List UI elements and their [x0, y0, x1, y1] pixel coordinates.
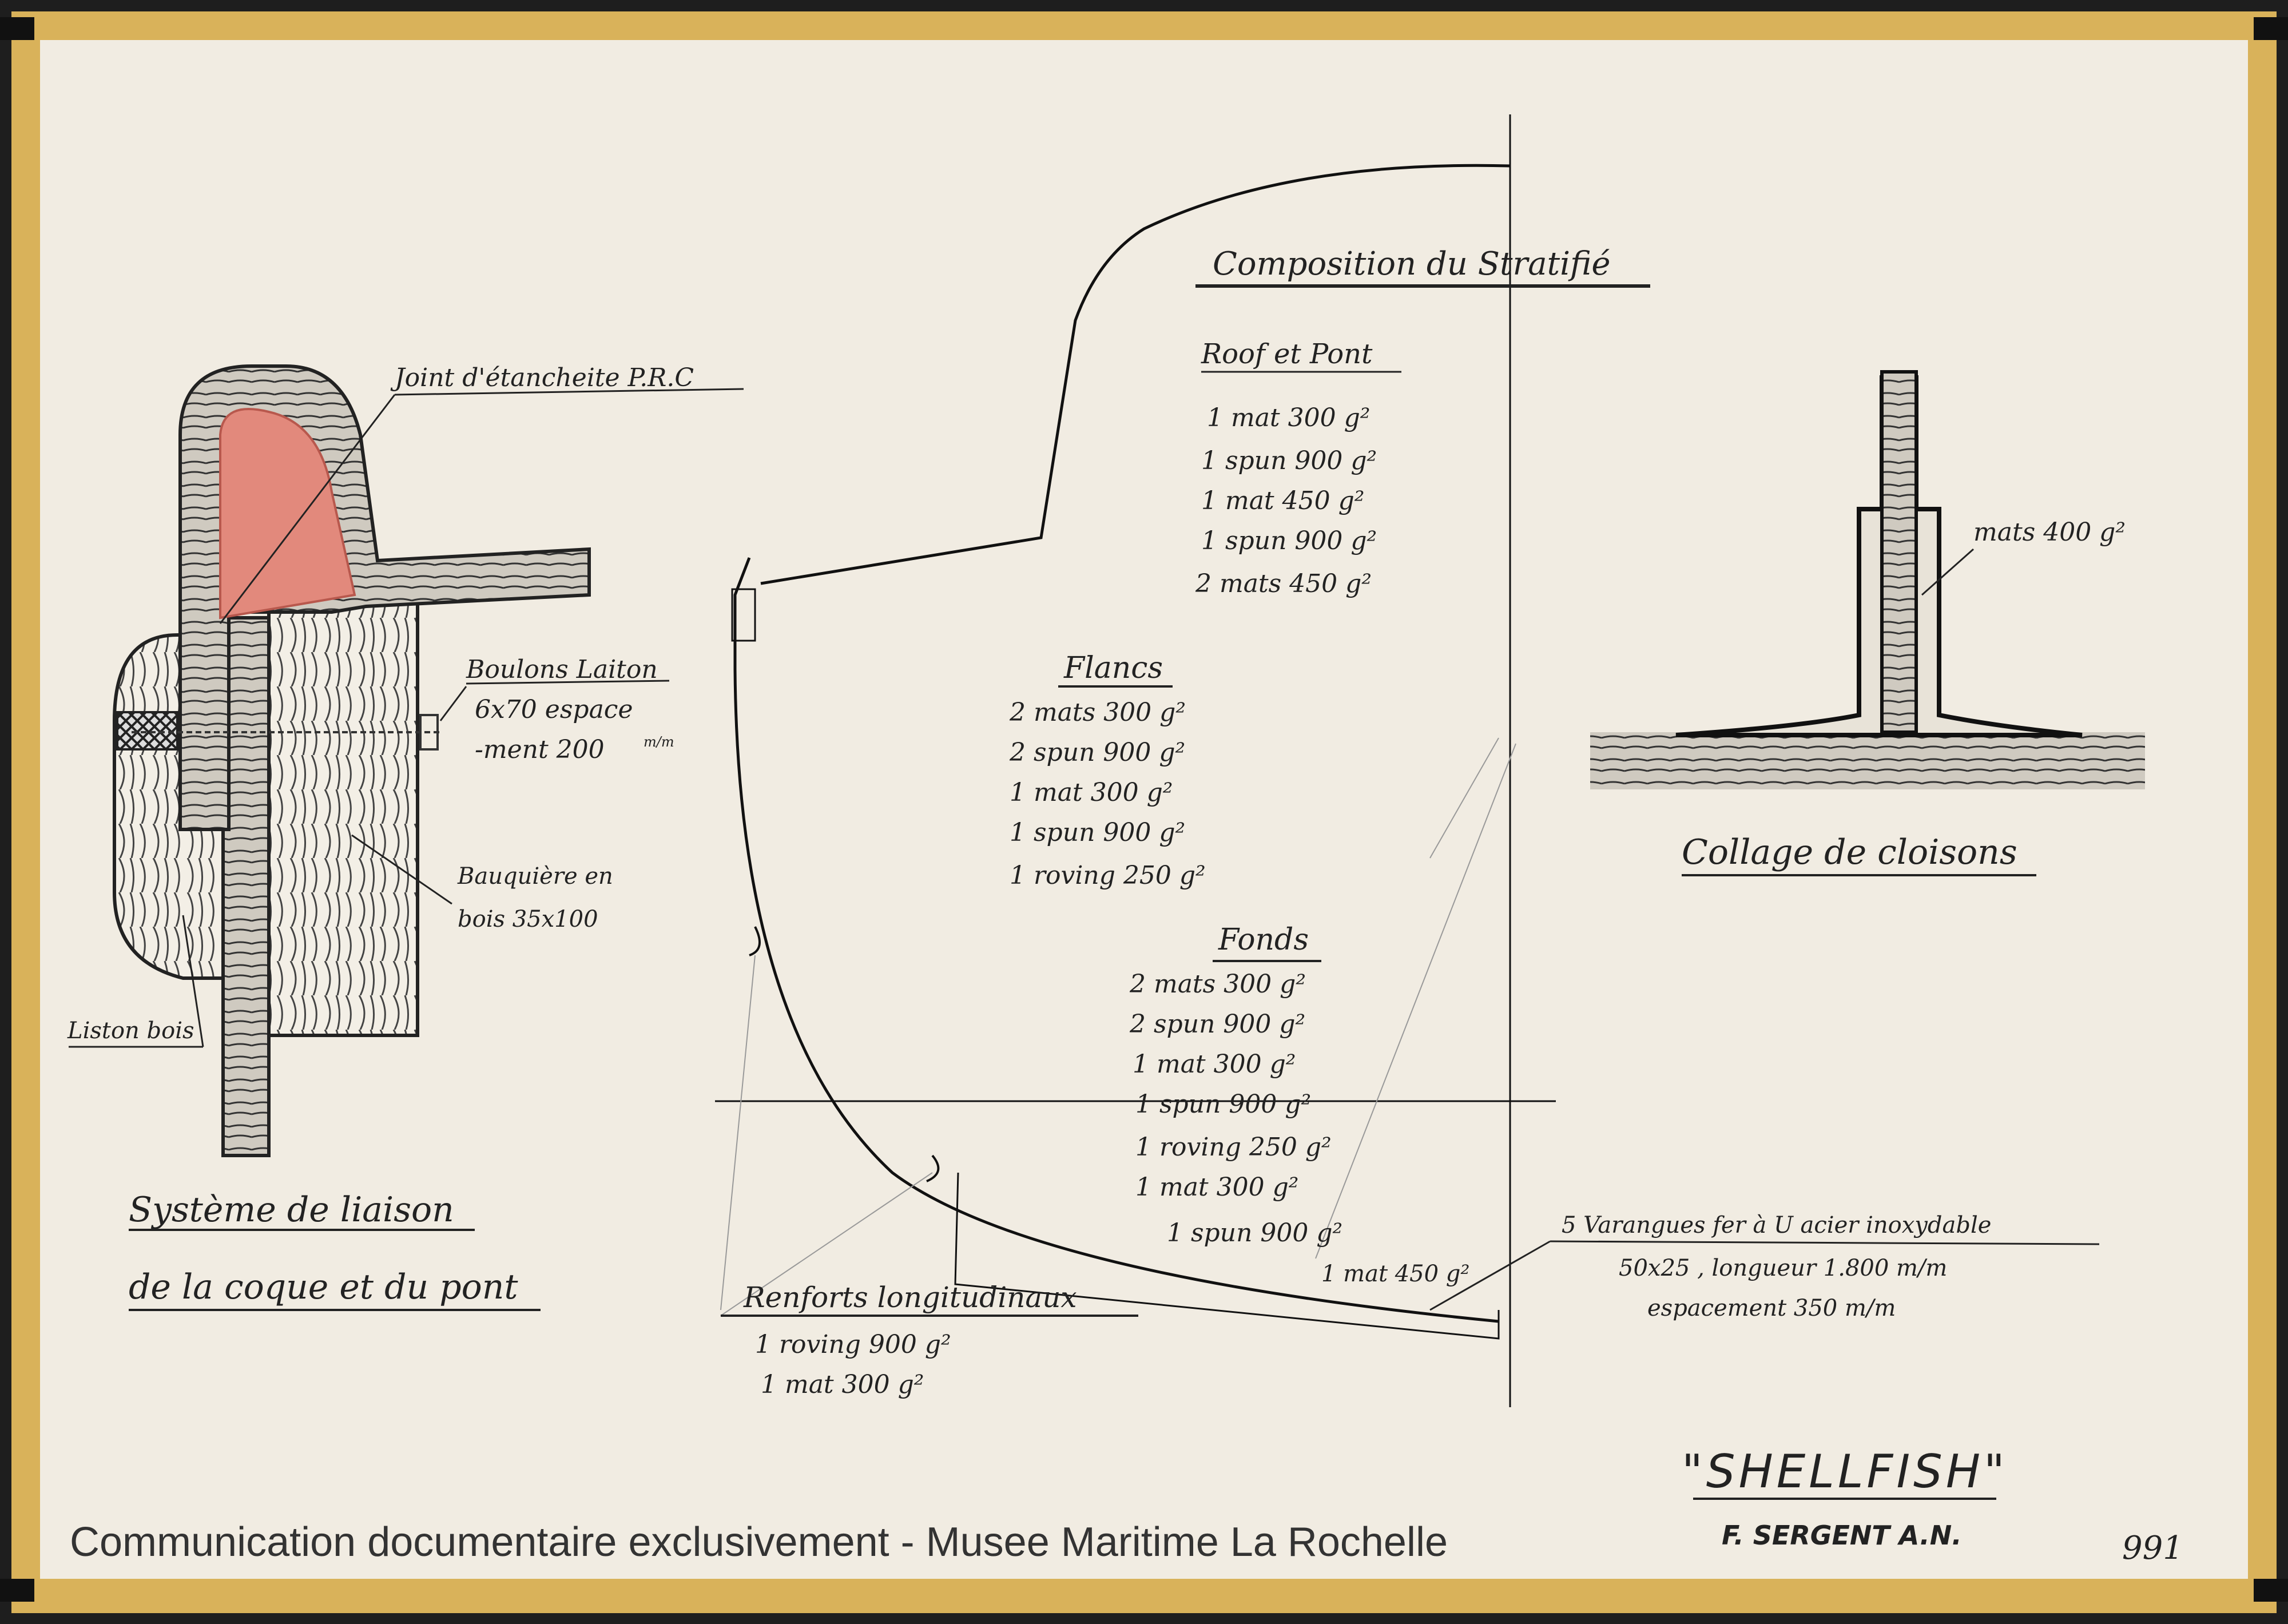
- roof-heading: Roof et Pont: [1201, 338, 1373, 370]
- joint-etancheite: [219, 408, 356, 620]
- bolts-spacing-line2: -ment 200: [475, 735, 605, 764]
- bulkhead: [1880, 370, 1918, 734]
- roof-items: 1 mat 300 g² 1 spun 900 g² 1 mat 450 g² …: [1195, 403, 1377, 598]
- hull-shell: [221, 616, 271, 1157]
- flancs-item: 1 mat 300 g²: [1010, 778, 1173, 807]
- flancs-item: 1 roving 250 g²: [1010, 861, 1206, 890]
- boat-name: "SHELLFISH": [1682, 1445, 2008, 1498]
- left-caption-line2: de la coque et du pont: [129, 1267, 518, 1307]
- archive-watermark: Communication documentaire exclusivement…: [70, 1519, 1448, 1565]
- liston-label: Liston bois: [67, 1018, 194, 1044]
- renforts-item: 1 mat 300 g²: [761, 1370, 924, 1399]
- roof-item: 1 mat 450 g²: [1201, 486, 1364, 515]
- hull-profile: [733, 557, 1499, 1323]
- laminate-title: Composition du Stratifié: [1213, 245, 1611, 283]
- bolts-spacing-line1: 6x70 espace: [475, 695, 633, 724]
- right-caption: Collage de cloisons: [1682, 832, 2017, 872]
- renforts-heading: Renforts longitudinaux: [743, 1281, 1077, 1314]
- roof-item: 1 spun 900 g²: [1201, 526, 1377, 555]
- flancs-item: 2 spun 900 g²: [1009, 738, 1185, 767]
- fonds-item: 2 mats 300 g²: [1129, 970, 1306, 999]
- fonds-item: 1 roving 250 g²: [1135, 1133, 1332, 1162]
- varangues-line2: 50x25 , longueur 1.800 m/m: [1619, 1255, 1947, 1281]
- fonds-item: 1 spun 900 g²: [1135, 1090, 1311, 1119]
- bauquiere: [267, 599, 419, 1037]
- bauquiere-label-line1: Bauquière en: [457, 863, 613, 890]
- bolt-block: [116, 711, 178, 751]
- mats-label: mats 400 g²: [1973, 518, 2126, 547]
- bauquiere-label-line2: bois 35x100: [458, 906, 598, 932]
- joint-label: Joint d'étancheite P.R.C: [390, 363, 694, 392]
- varangues-line3: espacement 350 m/m: [1647, 1295, 1896, 1321]
- roof-profile: [760, 164, 1511, 585]
- hull-laminate-base: [1590, 732, 2145, 789]
- renforts-item: 1 roving 900 g²: [755, 1330, 951, 1359]
- roof-item: 1 mat 300 g²: [1207, 403, 1370, 432]
- varangues-line1: 5 Varangues fer à U acier inoxydable: [1562, 1212, 1991, 1238]
- left-caption-line1: Système de liaison: [129, 1190, 454, 1230]
- last-mat-label: 1 mat 450 g²: [1321, 1261, 1469, 1287]
- fonds-item: 1 mat 300 g²: [1135, 1173, 1298, 1202]
- hull-section: [715, 114, 2100, 1407]
- fonds-heading: Fonds: [1218, 923, 1309, 957]
- bulkhead-bonding-detail: [1590, 370, 2145, 789]
- fonds-item: 2 spun 900 g²: [1129, 1010, 1305, 1039]
- roof-item: 2 mats 450 g²: [1195, 569, 1372, 598]
- flancs-items: 2 mats 300 g² 2 spun 900 g² 1 mat 300 g²…: [1009, 698, 1206, 890]
- hull-deck-joint-detail: [69, 364, 744, 1157]
- flancs-item: 1 spun 900 g²: [1010, 818, 1185, 847]
- roof-item: 1 spun 900 g²: [1201, 446, 1377, 475]
- flancs-heading: Flancs: [1063, 651, 1163, 685]
- fonds-items: 2 mats 300 g² 2 spun 900 g² 1 mat 300 g²…: [1129, 970, 1342, 1248]
- fonds-item: 1 mat 300 g²: [1133, 1050, 1296, 1079]
- bolts-spacing-unit: m/m: [644, 734, 674, 750]
- designer: F. SERGENT A.N.: [1722, 1520, 1962, 1551]
- sheet-number: 991: [2122, 1530, 2183, 1567]
- bolts-title: Boulons Laiton: [466, 655, 658, 684]
- flancs-item: 2 mats 300 g²: [1009, 698, 1186, 727]
- fonds-item: 1 spun 900 g²: [1167, 1218, 1342, 1248]
